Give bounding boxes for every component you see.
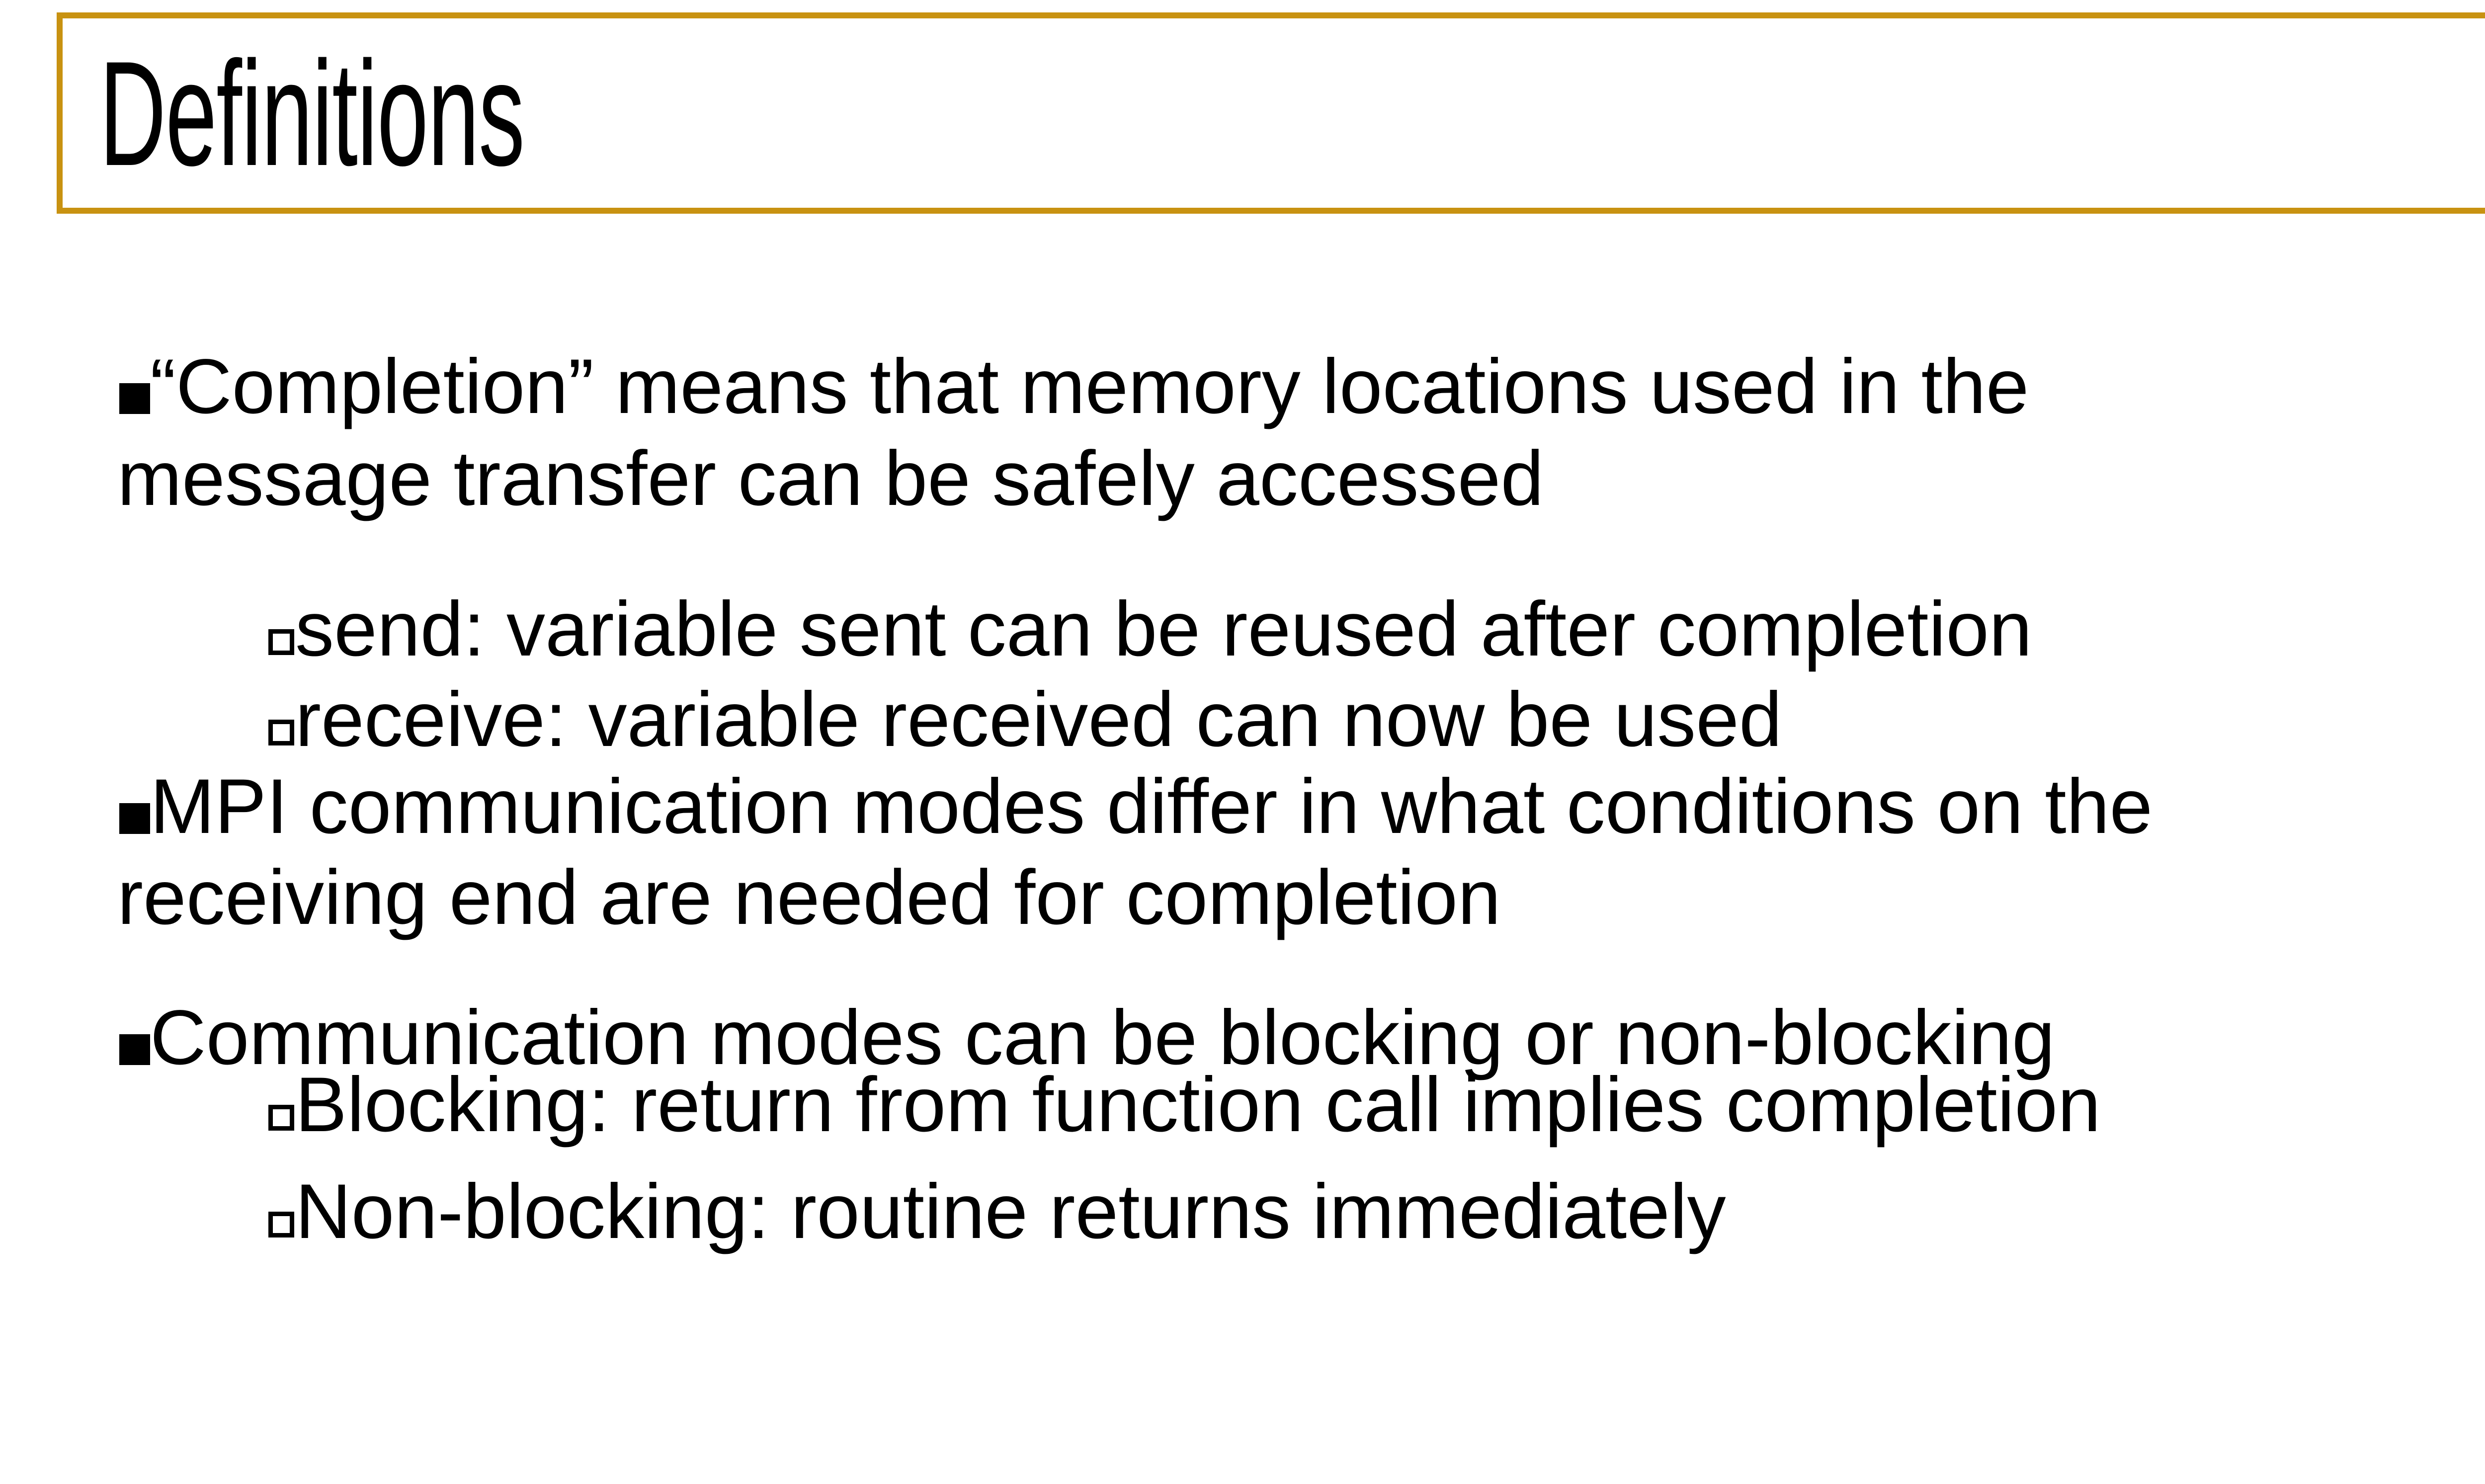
hollow-square-bullet-icon [268, 1105, 294, 1131]
hollow-square-bullet-icon [268, 1212, 294, 1237]
sub-bullet-line-text: Non-blocking: routine returns immediatel… [295, 1168, 1726, 1255]
filled-square-bullet-icon [119, 803, 150, 834]
filled-square-bullet-icon [119, 383, 150, 414]
sub-bullet-line: Non-blocking: routine returns immediatel… [268, 1173, 1726, 1250]
sub-bullet-line: receive: variable received can now be us… [268, 681, 1782, 758]
sub-bullet-line: Blocking: return from function call impl… [268, 1066, 2101, 1144]
bullet-line-text: message transfer can be safely accessed [117, 435, 1544, 522]
bullet-line: “Completion” means that memory locations… [119, 348, 2029, 425]
sub-bullet-line: send: variable sent can be reused after … [268, 590, 2032, 668]
bullet-line-continuation: message transfer can be safely accessed [117, 440, 1544, 517]
bullet-line: MPI communication modes differ in what c… [119, 768, 2153, 845]
bullet-line-text: “Completion” means that memory locations… [150, 343, 2029, 430]
bullet-line: Communication modes can be blocking or n… [119, 999, 2055, 1076]
hollow-square-bullet-icon [268, 629, 294, 655]
bullet-line-text: receiving end are needed for completion [117, 854, 1501, 941]
title-placeholder-box [57, 12, 2485, 214]
bullet-line-text: Communication modes can be blocking or n… [150, 994, 2055, 1081]
slide-title: Definitions [99, 30, 525, 197]
sub-bullet-line-text: send: variable sent can be reused after … [295, 586, 2032, 672]
sub-bullet-line-text: Blocking: return from function call impl… [295, 1062, 2101, 1148]
bullet-line-continuation: receiving end are needed for completion [117, 859, 1501, 936]
sub-bullet-line-text: receive: variable received can now be us… [295, 676, 1782, 763]
filled-square-bullet-icon [119, 1034, 150, 1065]
bullet-line-text: MPI communication modes differ in what c… [150, 763, 2153, 850]
hollow-square-bullet-icon [268, 720, 294, 745]
